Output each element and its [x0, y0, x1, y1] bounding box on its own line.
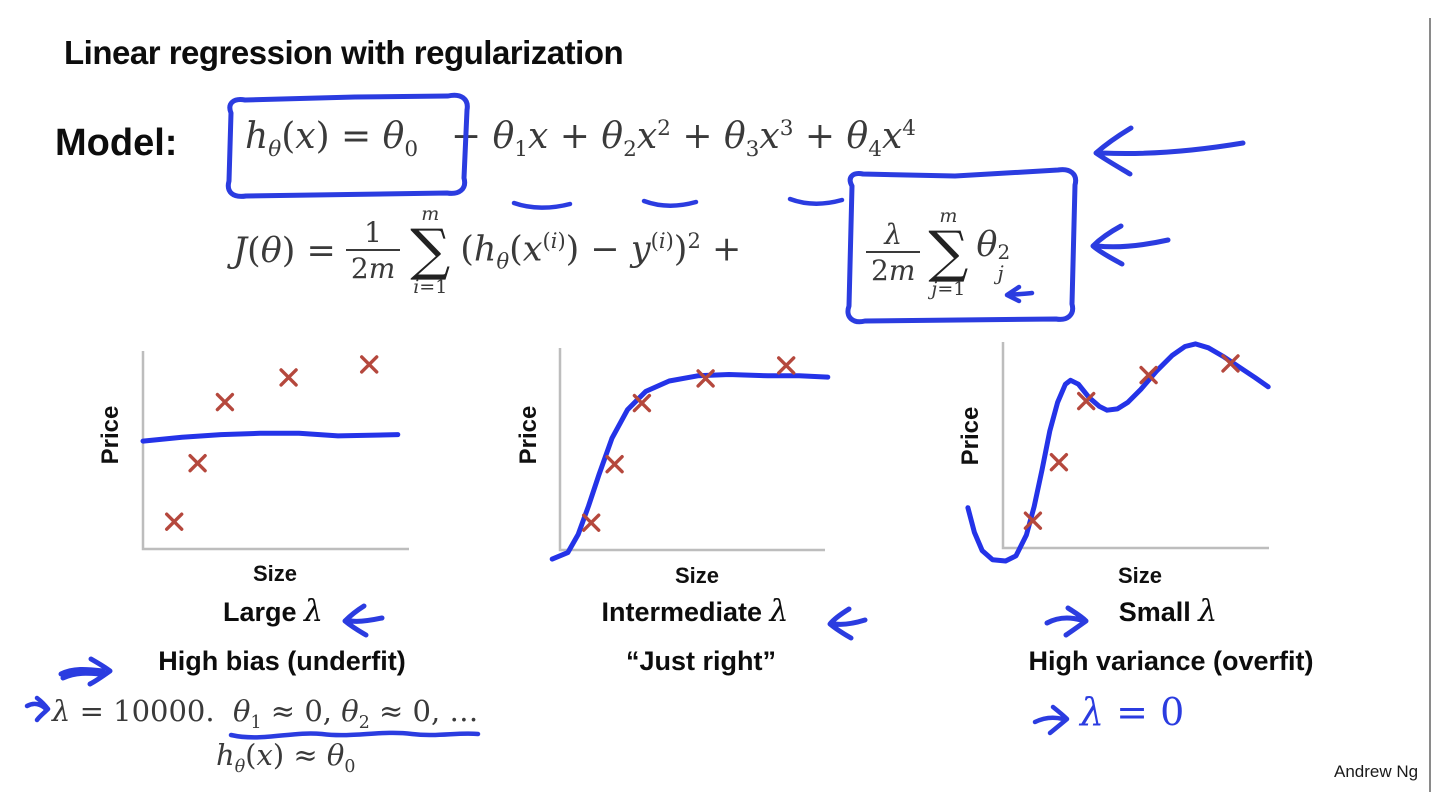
- good-fit-plot-canvas: [549, 348, 831, 562]
- hand-arrow-left-cost-icon: [1090, 223, 1171, 267]
- sigma-symbol: ∑: [410, 218, 451, 284]
- caption-just-right: “Just right”: [625, 646, 777, 676]
- hand-arrow-left-intermediate-icon: [827, 606, 868, 641]
- data-point-x-marker: [696, 369, 715, 388]
- underfit-plot: Price Size: [95, 325, 425, 586]
- price-axis-label: Price: [515, 405, 542, 465]
- lambda-fraction: λ 2m: [866, 218, 921, 287]
- data-point-x-marker: [1049, 453, 1069, 472]
- hand-underline-theta3-icon: [787, 196, 845, 206]
- sigma-symbol: ∑: [928, 220, 969, 286]
- cost-equation: J(θ) = 1 2m m ∑ i=1 (hθ(x(i)) − y(i))2 +: [233, 190, 741, 312]
- data-point-x-marker: [165, 512, 184, 531]
- data-point-x-marker: [279, 368, 298, 387]
- model-label: Model:: [55, 122, 178, 164]
- hand-arrow-right-small-lambda-icon: [1044, 605, 1089, 638]
- hand-arrow-left-large-lambda-icon: [342, 603, 385, 638]
- hypothesis-curve: [140, 430, 401, 444]
- size-axis-label: Size: [252, 561, 298, 586]
- cost-fraction: 1 2m: [345, 216, 401, 285]
- data-point-x-marker: [1023, 511, 1043, 530]
- hand-arrow-right-high-bias-icon: [58, 656, 113, 687]
- data-point-x-marker: [777, 356, 796, 375]
- data-point-x-marker: [582, 513, 601, 532]
- data-point-x-marker: [1139, 365, 1158, 385]
- note-lambda-10000: λ = 10000. θ1 ≈ 0, θ2 ≈ 0, …: [52, 694, 479, 733]
- hand-underline-theta-approx-icon: [228, 730, 481, 740]
- data-point-x-marker: [1077, 391, 1096, 411]
- hand-arrow-left-model-icon: [1093, 125, 1246, 177]
- caption-large-lambda: Large λ: [222, 594, 324, 629]
- hypothesis-curve: [549, 372, 831, 562]
- hand-arrow-right-lambda-zero-icon: [1032, 704, 1070, 736]
- caption-high-bias: High bias (underfit): [158, 646, 406, 676]
- model-equation: hθ(x) = θ0 + θ1x + θ2x2 + θ3x3 + θ4x4: [245, 116, 916, 162]
- plot-axes: [1001, 342, 1269, 550]
- squared-error-term: (hθ(x(i)) − y(i))2 +: [460, 228, 742, 274]
- sum-over-parameters: m ∑ j=1: [928, 205, 969, 300]
- price-axis-label: Price: [97, 405, 124, 465]
- data-point-x-marker: [1221, 354, 1240, 373]
- caption-small-lambda: Small λ: [1118, 594, 1218, 629]
- data-point-x-marker: [188, 454, 207, 473]
- plot-axes: [558, 348, 825, 552]
- caption-high-variance: High variance (overfit): [1028, 646, 1314, 676]
- overfit-plot-canvas: [965, 341, 1271, 564]
- author-credit: Andrew Ng: [1334, 762, 1419, 781]
- slide-right-border: [1429, 18, 1431, 792]
- model-polynomial-terms: + θ1x + θ2x2 + θ3x3 + θ4x4: [451, 116, 917, 163]
- good-fit-plot: Price Size: [505, 325, 840, 588]
- slide-title: Linear regression with regularization: [64, 34, 624, 71]
- hand-arrow-right-lambda-note-icon: [24, 695, 51, 723]
- size-axis-label: Size: [1117, 563, 1163, 588]
- caption-intermediate-lambda: Intermediate λ: [601, 594, 789, 629]
- size-axis-label: Size: [674, 563, 720, 588]
- plot-axes: [141, 351, 409, 551]
- data-point-x-marker: [360, 355, 379, 374]
- data-point-x-marker: [632, 393, 652, 413]
- note-lambda-zero: λ = 0: [1080, 690, 1185, 734]
- note-h-theta-approx: hθ(x) ≈ θ0: [216, 738, 356, 777]
- model-boxed-term: hθ(x) = θ0: [245, 116, 419, 163]
- data-point-x-marker: [215, 392, 235, 412]
- sum-over-examples: m ∑ i=1: [410, 203, 451, 298]
- price-axis-label: Price: [957, 406, 984, 466]
- hypothesis-curve: [965, 341, 1271, 564]
- underfit-plot-canvas: [140, 351, 409, 551]
- cost-lhs: J(θ) =: [233, 231, 336, 271]
- overfit-plot: Price Size: [940, 318, 1285, 588]
- hand-arrow-left-j1-icon: [1004, 284, 1035, 304]
- data-point-x-marker: [605, 455, 624, 474]
